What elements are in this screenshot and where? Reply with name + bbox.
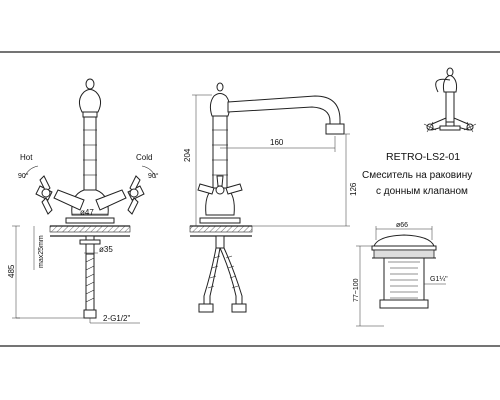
front-shank [85, 235, 95, 255]
side-view [189, 82, 350, 313]
diameter-35-label: ø35 [99, 245, 113, 254]
side-aerator [325, 123, 345, 135]
side-countertop [189, 225, 253, 233]
side-gooseneck-spout [227, 95, 341, 125]
drain-cap [373, 234, 435, 247]
drain-valve-drawing [356, 226, 446, 327]
hot-valve-arm [53, 189, 85, 211]
thread-g114-label: G1¼" [430, 276, 448, 283]
front-finial [85, 78, 95, 90]
front-view [12, 78, 157, 324]
front-base [65, 217, 115, 224]
side-hose-left [203, 247, 217, 306]
product-thumbnail [423, 67, 477, 133]
cold-angle-label: 90° [148, 172, 159, 180]
height-204-label: 204 [183, 148, 192, 162]
side-hose-right [219, 247, 237, 306]
product-description-line1: Смеситель на раковину [362, 170, 472, 181]
front-column [83, 116, 97, 193]
cold-cross-handle [127, 175, 145, 215]
height-126-label: 126 [349, 182, 358, 196]
front-spout-top [78, 89, 102, 113]
max25mm-label: max25mm [38, 235, 45, 268]
hot-cross-handle [35, 175, 53, 215]
side-cross-handle [197, 175, 243, 195]
hot-angle-label: 90° [18, 172, 29, 180]
hot-label: Hot [20, 153, 33, 162]
diameter-47-label: ø47 [80, 208, 94, 217]
range-77-100-label: 77~100 [353, 278, 360, 302]
reach-160-label: 160 [270, 138, 284, 147]
cold-label: Cold [136, 153, 152, 162]
product-description-line2: с донным клапаном [376, 186, 468, 197]
inlet-thread-label: 2-G1/2" [103, 314, 130, 323]
side-spout-knob [209, 93, 231, 117]
height-485-label: 485 [7, 264, 16, 278]
cold-valve-arm [95, 189, 127, 211]
cold-rotation-arc [141, 165, 157, 179]
diameter-66-label: ø66 [396, 222, 408, 229]
hot-rotation-arc [23, 165, 39, 179]
model-code: RETRO-LS2-01 [386, 151, 460, 163]
